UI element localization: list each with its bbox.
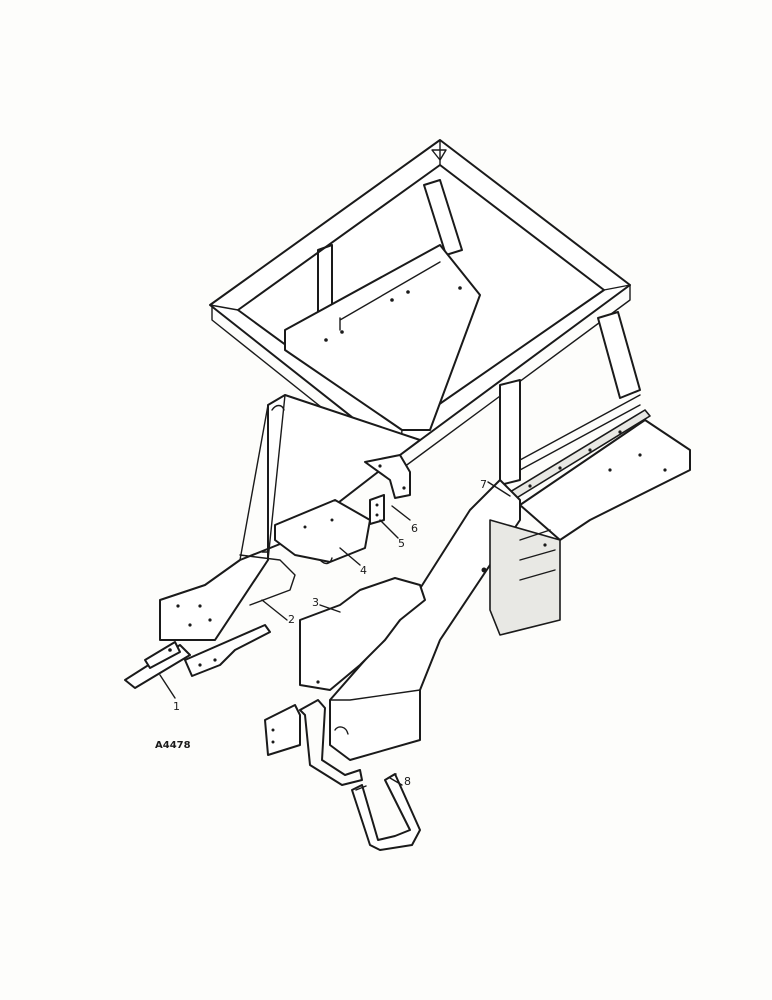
part-8-step <box>351 773 421 851</box>
front-step-bracket <box>264 699 363 786</box>
callout-3: 3 <box>312 596 319 609</box>
callout-5: 5 <box>398 537 405 550</box>
right-side-frame <box>329 479 561 761</box>
callout-1: 1 <box>173 700 180 713</box>
part-2-cover <box>239 551 296 606</box>
part-3-floor-mat <box>299 577 426 691</box>
rear-posts <box>284 179 481 431</box>
left-side-frame <box>159 394 421 641</box>
reference-code: A4478 <box>155 740 191 751</box>
part-5-plate <box>369 494 385 525</box>
part-6-bracket <box>364 454 411 499</box>
callout-6: 6 <box>411 522 418 535</box>
right-post-frame <box>499 311 651 503</box>
callout-4: 4 <box>360 564 367 577</box>
callout-7: 7 <box>480 478 487 491</box>
callout-8: 8 <box>404 775 411 788</box>
callout-leaders <box>159 481 511 786</box>
callout-2: 2 <box>288 613 295 626</box>
part-1-hinge-brackets <box>124 624 271 689</box>
